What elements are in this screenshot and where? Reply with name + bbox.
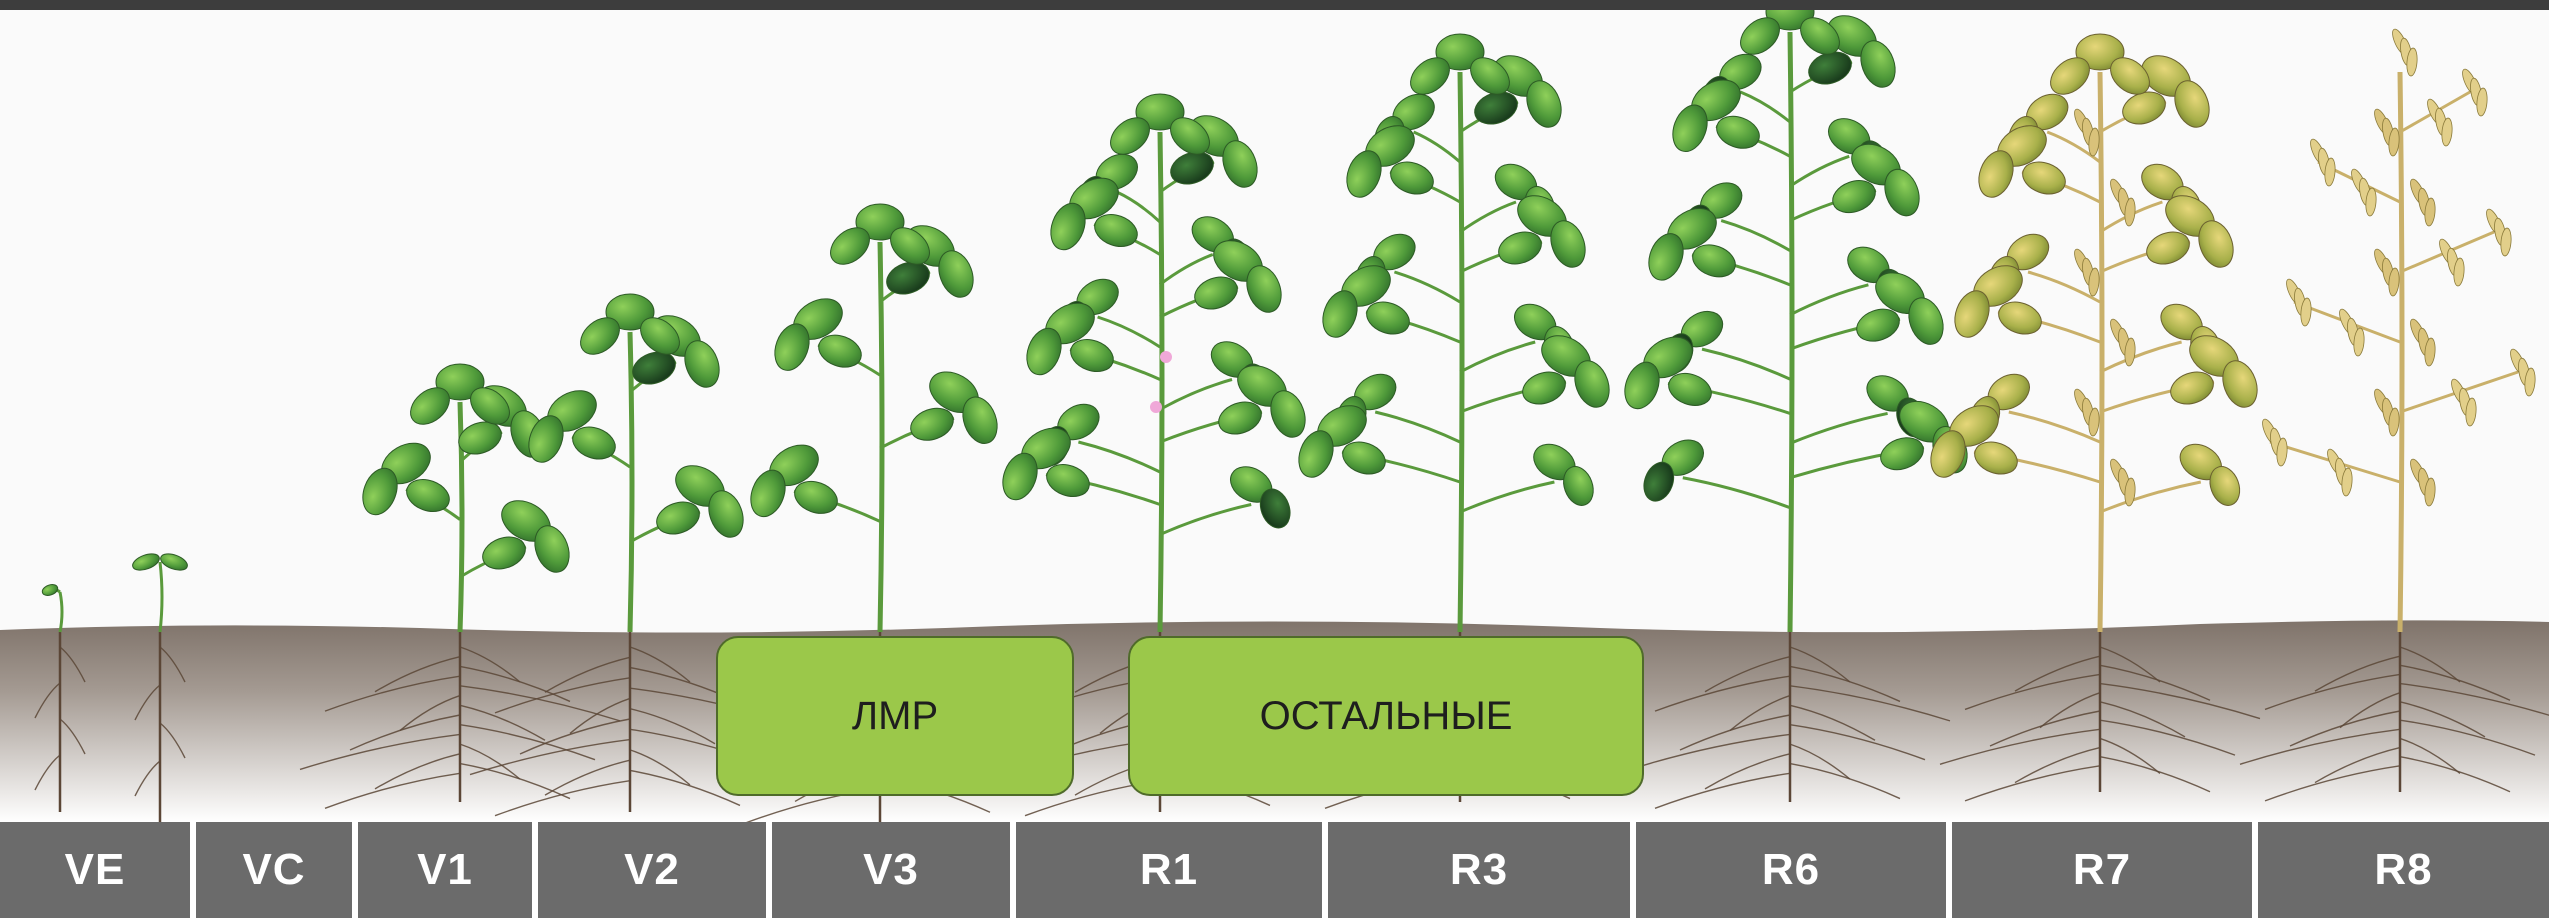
group-lmr-button[interactable]: ЛМР xyxy=(716,636,1074,796)
stem xyxy=(630,332,632,632)
stage-label-r3: R3 xyxy=(1328,822,1630,918)
stem xyxy=(1460,72,1462,632)
stem xyxy=(1160,132,1162,632)
stem xyxy=(1790,32,1792,632)
stage-label-r6: R6 xyxy=(1636,822,1946,918)
stage-label-r8: R8 xyxy=(2258,822,2549,918)
stage-label-bar: VE VC V1 V2 V3 R1 R3 R6 R7 R8 xyxy=(0,822,2549,918)
stage-label-ve: VE xyxy=(0,822,190,918)
stage-label-r7: R7 xyxy=(1952,822,2252,918)
stem xyxy=(2100,72,2102,632)
stage-label-vc: VC xyxy=(196,822,352,918)
stem xyxy=(2400,72,2402,632)
flower xyxy=(1150,401,1162,413)
top-bar xyxy=(0,0,2549,10)
stage-label-r1: R1 xyxy=(1016,822,1322,918)
flower xyxy=(1160,351,1172,363)
stage-label-v2: V2 xyxy=(538,822,766,918)
stage-label-v1: V1 xyxy=(358,822,532,918)
group-others-button[interactable]: ОСТАЛЬНЫЕ xyxy=(1128,636,1644,796)
stage-label-v3: V3 xyxy=(772,822,1010,918)
